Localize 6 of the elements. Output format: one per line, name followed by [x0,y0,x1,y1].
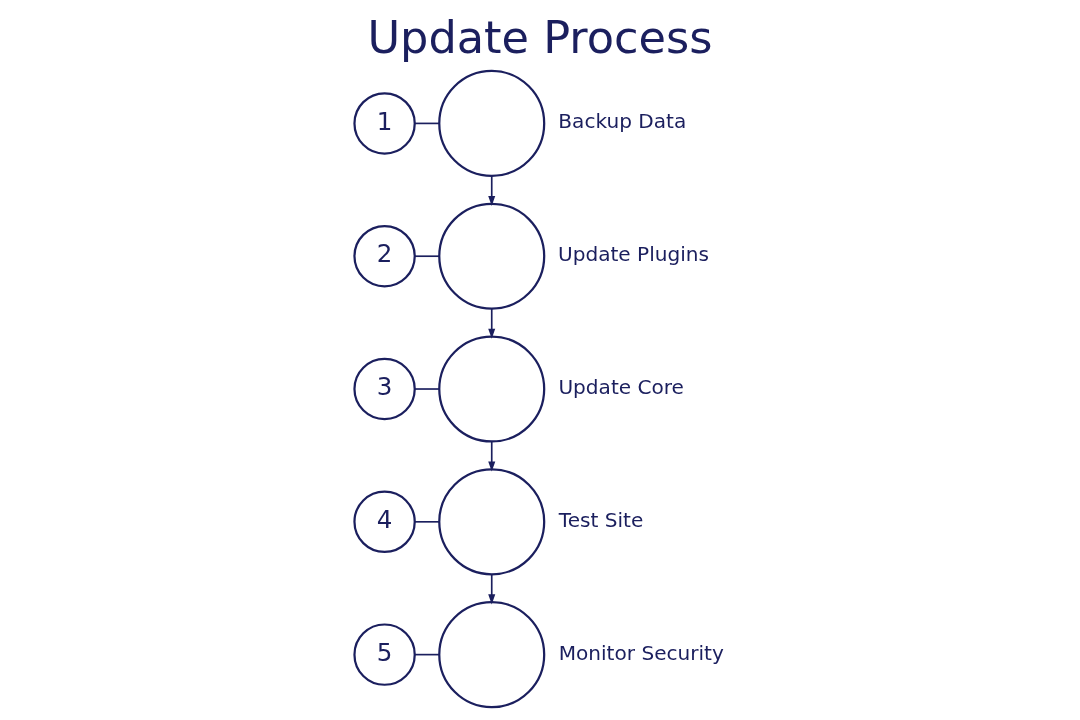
diagram-title: Update Process [367,12,713,65]
node-label: Monitor Security [558,640,724,665]
node-label: Test Site [558,507,644,532]
node-label: Backup Data [558,109,687,134]
node-label: Update Core [558,374,684,399]
node-label: Update Plugins [557,242,709,267]
